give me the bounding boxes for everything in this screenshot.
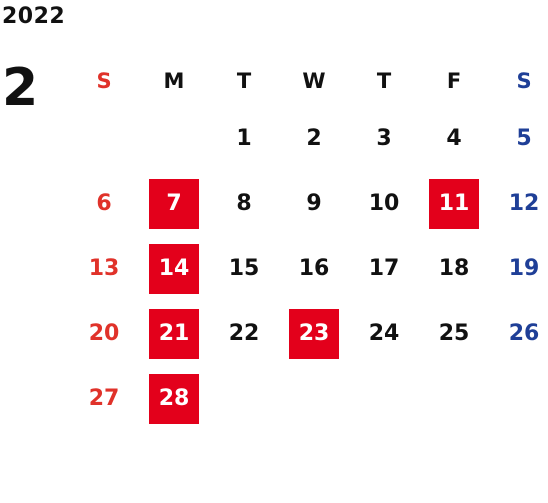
day-cell: 21 bbox=[139, 301, 209, 366]
day-cell: 7 bbox=[139, 171, 209, 236]
calendar-grid: S M T W T F S 1 2 3 4 5 6 7 8 9 10 11 12… bbox=[69, 56, 548, 431]
day-cell: 18 bbox=[419, 236, 489, 301]
day-number: 6 bbox=[96, 191, 112, 216]
weekday-thu: T bbox=[376, 69, 392, 93]
day-cell: 2 bbox=[279, 106, 349, 171]
day-cell: 3 bbox=[349, 106, 419, 171]
day-cell: 11 bbox=[419, 171, 489, 236]
day-number: 8 bbox=[236, 191, 252, 216]
day-number: 20 bbox=[88, 321, 120, 346]
day-cell: 28 bbox=[139, 366, 209, 431]
day-number: 23 bbox=[289, 308, 339, 359]
day-number bbox=[79, 114, 129, 164]
weekday-sun: S bbox=[96, 69, 112, 93]
day-cell: 6 bbox=[69, 171, 139, 236]
day-number: 1 bbox=[236, 126, 252, 151]
day-number: 13 bbox=[88, 256, 120, 281]
day-cell bbox=[419, 366, 489, 431]
day-cell: 27 bbox=[69, 366, 139, 431]
day-number: 28 bbox=[149, 373, 199, 424]
year-label: 2022 bbox=[2, 4, 66, 29]
day-number: 16 bbox=[298, 256, 330, 281]
day-cell: 20 bbox=[69, 301, 139, 366]
day-cell: 12 bbox=[489, 171, 548, 236]
day-cell: 25 bbox=[419, 301, 489, 366]
day-number: 17 bbox=[368, 256, 400, 281]
day-number: 19 bbox=[508, 256, 540, 281]
day-number: 25 bbox=[438, 321, 470, 346]
day-number: 18 bbox=[438, 256, 470, 281]
day-number: 10 bbox=[368, 191, 400, 216]
day-number: 3 bbox=[376, 126, 392, 151]
day-cell: 10 bbox=[349, 171, 419, 236]
day-number: 11 bbox=[429, 178, 479, 229]
day-number bbox=[289, 374, 339, 424]
weekday-mon: M bbox=[163, 69, 185, 93]
day-cell: 23 bbox=[279, 301, 349, 366]
day-cell bbox=[139, 106, 209, 171]
day-cell: 9 bbox=[279, 171, 349, 236]
day-number: 4 bbox=[446, 126, 462, 151]
day-number: 24 bbox=[368, 321, 400, 346]
day-cell: 8 bbox=[209, 171, 279, 236]
day-cell: 16 bbox=[279, 236, 349, 301]
day-number: 9 bbox=[306, 191, 322, 216]
day-cell bbox=[489, 366, 548, 431]
day-number: 21 bbox=[149, 308, 199, 359]
day-cell: 13 bbox=[69, 236, 139, 301]
weekday-sat: S bbox=[516, 69, 532, 93]
day-number: 15 bbox=[228, 256, 260, 281]
day-cell: 14 bbox=[139, 236, 209, 301]
day-number: 5 bbox=[516, 126, 532, 151]
day-cell bbox=[209, 366, 279, 431]
day-number: 14 bbox=[149, 243, 199, 294]
day-number bbox=[149, 114, 199, 164]
day-number: 12 bbox=[508, 191, 540, 216]
weekday-tue: T bbox=[236, 69, 252, 93]
day-cell: 5 bbox=[489, 106, 548, 171]
weekday-wed: W bbox=[302, 69, 326, 93]
weekday-fri: F bbox=[446, 69, 462, 93]
day-number: 2 bbox=[306, 126, 322, 151]
day-cell: 17 bbox=[349, 236, 419, 301]
day-cell: 26 bbox=[489, 301, 548, 366]
day-number: 22 bbox=[228, 321, 260, 346]
day-number: 26 bbox=[508, 321, 540, 346]
day-cell: 1 bbox=[209, 106, 279, 171]
day-number bbox=[359, 374, 409, 424]
day-cell: 22 bbox=[209, 301, 279, 366]
day-cell: 4 bbox=[419, 106, 489, 171]
day-number bbox=[499, 374, 548, 424]
day-cell: 15 bbox=[209, 236, 279, 301]
day-cell bbox=[279, 366, 349, 431]
month-number: 2 bbox=[2, 58, 39, 118]
day-number: 27 bbox=[88, 386, 120, 411]
day-number bbox=[429, 374, 479, 424]
day-cell bbox=[349, 366, 419, 431]
day-number: 7 bbox=[149, 178, 199, 229]
day-cell: 19 bbox=[489, 236, 548, 301]
day-cell bbox=[69, 106, 139, 171]
day-number bbox=[219, 374, 269, 424]
day-cell: 24 bbox=[349, 301, 419, 366]
